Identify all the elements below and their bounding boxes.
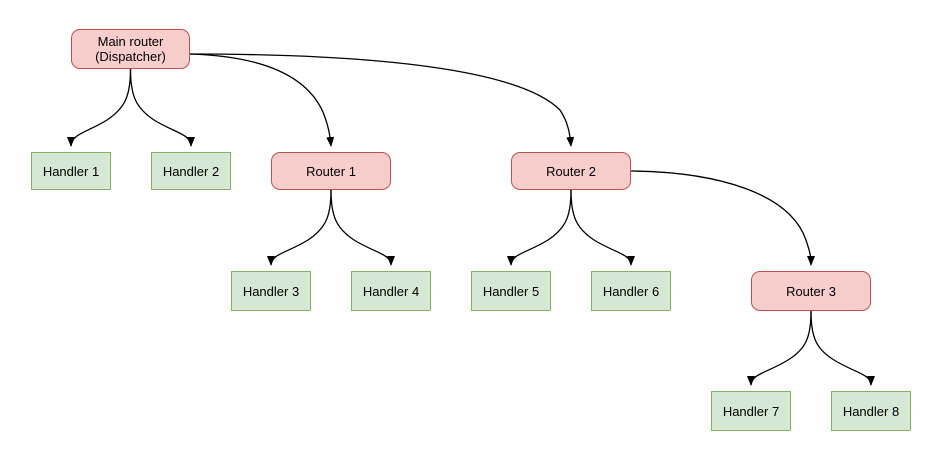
node-router-1[interactable]: Router 1 xyxy=(271,152,391,190)
node-label-router-1: Router 1 xyxy=(306,163,356,179)
node-label-main-router: Main router (Dispatcher) xyxy=(95,34,166,64)
node-label-handler-4: Handler 4 xyxy=(362,283,420,299)
edge-router-3-to-handler-8 xyxy=(810,310,875,386)
node-router-3[interactable]: Router 3 xyxy=(751,271,871,311)
node-handler-4[interactable]: Handler 4 xyxy=(351,271,431,311)
node-label-handler-1: Handler 1 xyxy=(42,163,100,179)
edge-router-2-to-handler-6 xyxy=(570,189,635,266)
edge-router-1-to-handler-4 xyxy=(330,189,395,266)
node-handler-3[interactable]: Handler 3 xyxy=(231,271,311,311)
edge-router-2-to-router-3 xyxy=(630,170,815,266)
node-label-handler-8: Handler 8 xyxy=(842,403,900,419)
edge-main-router-to-handler-2 xyxy=(129,68,195,147)
node-label-handler-2: Handler 2 xyxy=(162,163,220,179)
edge-router-3-to-handler-7 xyxy=(747,310,812,386)
edge-main-router-to-router-2 xyxy=(189,53,575,147)
node-handler-2[interactable]: Handler 2 xyxy=(151,152,231,190)
node-handler-1[interactable]: Handler 1 xyxy=(31,152,111,190)
node-label-handler-3: Handler 3 xyxy=(242,283,300,299)
node-handler-5[interactable]: Handler 5 xyxy=(471,271,551,311)
node-handler-8[interactable]: Handler 8 xyxy=(831,391,911,431)
node-main-router[interactable]: Main router (Dispatcher) xyxy=(71,29,190,69)
edge-router-2-to-handler-5 xyxy=(507,189,572,266)
node-label-handler-7: Handler 7 xyxy=(722,403,780,419)
node-router-2[interactable]: Router 2 xyxy=(511,152,631,190)
node-label-router-2: Router 2 xyxy=(546,163,596,179)
node-label-handler-6: Handler 6 xyxy=(602,283,660,299)
edge-main-router-to-handler-1 xyxy=(67,68,132,147)
node-handler-6[interactable]: Handler 6 xyxy=(591,271,671,311)
edge-main-router-to-router-1 xyxy=(189,53,335,147)
node-label-handler-5: Handler 5 xyxy=(482,283,540,299)
node-handler-7[interactable]: Handler 7 xyxy=(711,391,791,431)
node-label-router-3: Router 3 xyxy=(786,283,836,299)
edge-router-1-to-handler-3 xyxy=(267,189,332,266)
